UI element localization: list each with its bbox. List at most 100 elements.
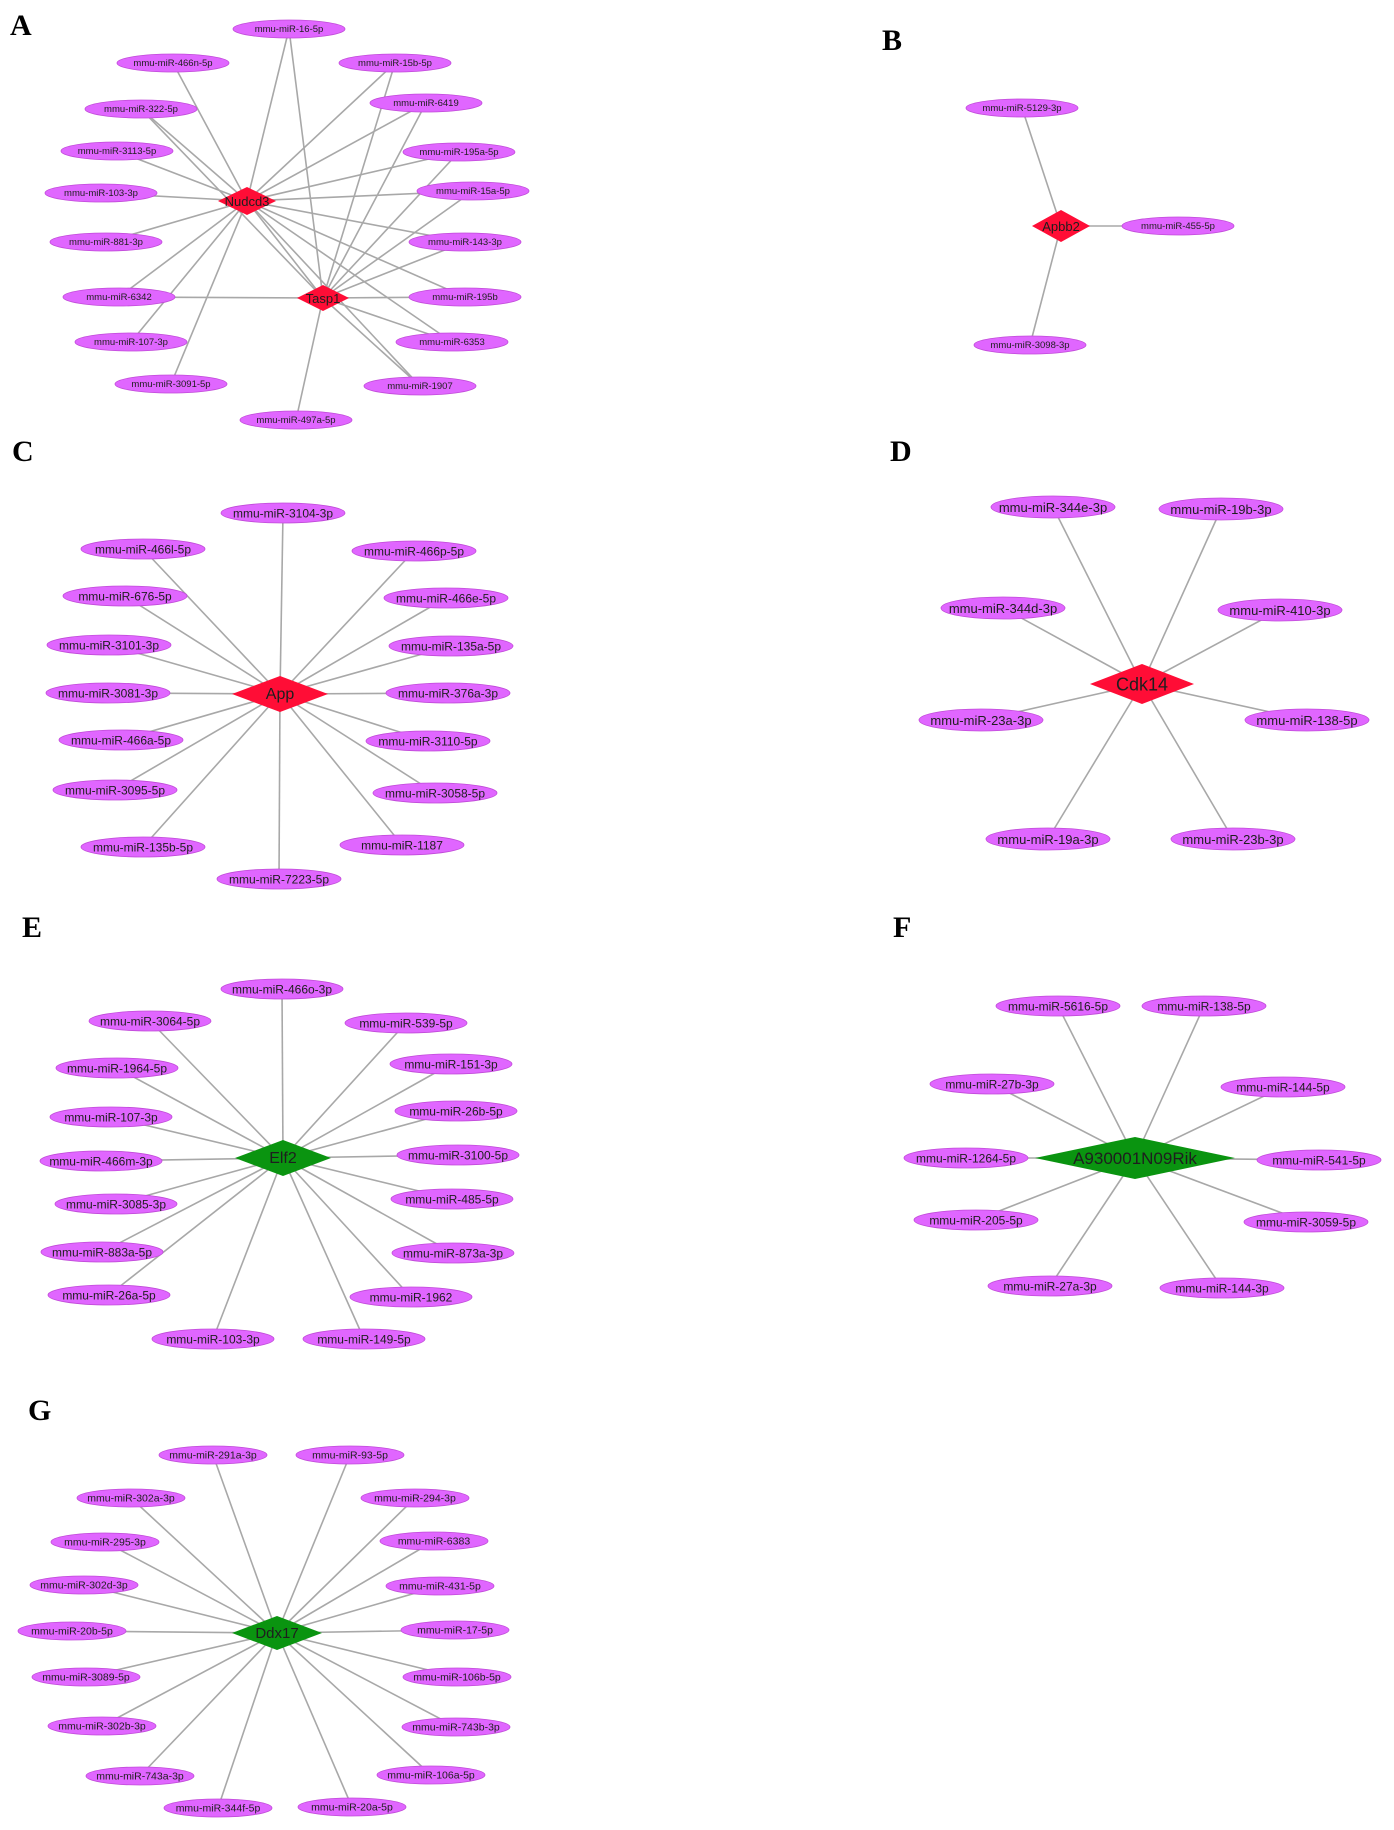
mirna-ellipse xyxy=(1243,1211,1369,1233)
mirna-ellipse xyxy=(929,1073,1055,1095)
mirna-label: mmu-miR-107-3p xyxy=(64,1111,158,1125)
mirna-ellipse xyxy=(402,1667,512,1687)
mirna-ellipse xyxy=(220,502,346,524)
edge-g-apbb2-b1 xyxy=(1021,107,1062,227)
mirna-ellipse xyxy=(349,1286,473,1308)
edge-g-tasp1-a11 xyxy=(322,241,466,299)
mirna-node-mmu-mir-376a-3p: mmu-miR-376a-3p xyxy=(385,682,511,704)
mirna-node-mmu-mir-138-5p: mmu-miR-138-5p xyxy=(1244,708,1370,732)
mirna-ellipse xyxy=(80,836,206,858)
mirna-node-mmu-mir-3058-5p: mmu-miR-3058-5p xyxy=(372,782,498,804)
mirna-label: mmu-miR-6383 xyxy=(398,1536,471,1548)
mirna-label: mmu-miR-497a-5p xyxy=(256,415,335,426)
mirna-ellipse xyxy=(400,1620,510,1640)
mirna-ellipse xyxy=(239,410,353,430)
mirna-label: mmu-miR-1907 xyxy=(387,381,452,392)
mirna-node-mmu-mir-410-3p: mmu-miR-410-3p xyxy=(1217,598,1343,622)
mirna-label: mmu-miR-302b-3p xyxy=(58,1721,146,1733)
edge-g-ddx17-h15 xyxy=(139,1632,278,1777)
mirna-label: mmu-miR-3064-5p xyxy=(100,1015,200,1029)
mirna-ellipse xyxy=(17,1621,127,1641)
edge-g-app-c15 xyxy=(279,693,403,846)
mirna-label: mmu-miR-466a-5p xyxy=(71,734,171,748)
mirna-node-mmu-mir-20a-5p: mmu-miR-20a-5p xyxy=(297,1797,407,1817)
mirna-label: mmu-miR-6419 xyxy=(393,98,458,109)
mirna-node-mmu-mir-344d-3p: mmu-miR-344d-3p xyxy=(940,596,1066,620)
mirna-node-mmu-mir-466o-3p: mmu-miR-466o-3p xyxy=(220,978,344,1000)
panel-letter-e: E xyxy=(22,911,42,944)
edge-g-app-c2 xyxy=(142,548,281,695)
mirna-ellipse xyxy=(62,287,176,307)
mirna-ellipse xyxy=(216,868,342,890)
mirna-node-mmu-mir-3098-3p: mmu-miR-3098-3p xyxy=(973,335,1087,355)
mirna-ellipse xyxy=(995,995,1121,1017)
edge-g-ddx17-h1 xyxy=(212,1454,278,1634)
gene-label: A930001N09Rik xyxy=(1073,1149,1197,1168)
mirna-ellipse xyxy=(396,1144,520,1166)
mirna-ellipse xyxy=(302,1328,426,1350)
edge-g-app-c5 xyxy=(279,597,447,695)
mirna-ellipse xyxy=(339,834,465,856)
mirna-ellipse xyxy=(363,376,477,396)
edge-g-ddx17-h7 xyxy=(83,1584,278,1634)
edge-g-nudcd3-a12 xyxy=(118,200,248,298)
gene-diamond xyxy=(297,285,349,311)
edge-g-elf2-e4 xyxy=(116,1067,284,1159)
edge-g-ddx17-h17 xyxy=(217,1632,278,1809)
mirna-ellipse xyxy=(408,232,522,252)
mirna-node-mmu-mir-5129-3p: mmu-miR-5129-3p xyxy=(965,98,1079,118)
mirna-label: mmu-miR-1964-5p xyxy=(67,1062,167,1076)
mirna-label: mmu-miR-344e-3p xyxy=(999,500,1107,515)
mirna-ellipse xyxy=(54,1193,178,1215)
mirna-label: mmu-miR-466n-5p xyxy=(133,58,212,69)
mirna-ellipse xyxy=(47,1284,171,1306)
mirna-ellipse xyxy=(401,1717,511,1737)
gene-diamond xyxy=(232,676,328,712)
mirna-label: mmu-miR-103-3p xyxy=(166,1333,260,1347)
mirna-label: mmu-miR-1264-5p xyxy=(916,1152,1016,1166)
mirna-ellipse xyxy=(985,827,1111,851)
mirna-label: mmu-miR-103-3p xyxy=(64,188,138,199)
mirna-ellipse xyxy=(395,332,509,352)
mirna-node-mmu-mir-466e-5p: mmu-miR-466e-5p xyxy=(383,587,509,609)
mirna-node-mmu-mir-3089-5p: mmu-miR-3089-5p xyxy=(31,1667,141,1687)
mirna-ellipse xyxy=(80,538,206,560)
mirna-label: mmu-miR-5129-3p xyxy=(982,103,1061,114)
mirna-node-mmu-mir-1962: mmu-miR-1962 xyxy=(349,1286,473,1308)
mirna-ellipse xyxy=(116,53,230,73)
mirna-ellipse xyxy=(344,1012,468,1034)
mirna-node-mmu-mir-3100-5p: mmu-miR-3100-5p xyxy=(396,1144,520,1166)
mirna-ellipse xyxy=(84,99,198,119)
gene-diamond xyxy=(232,1616,322,1650)
mirna-node-mmu-mir-539-5p: mmu-miR-539-5p xyxy=(344,1012,468,1034)
mirna-ellipse xyxy=(1121,216,1235,236)
edge-g-nudcd3-a15 xyxy=(246,200,453,343)
mirna-node-mmu-mir-205-5p: mmu-miR-205-5p xyxy=(913,1209,1039,1231)
mirna-node-mmu-mir-431-5p: mmu-miR-431-5p xyxy=(385,1576,495,1596)
mirna-ellipse xyxy=(297,1797,407,1817)
mirna-ellipse xyxy=(351,540,477,562)
mirna-node-mmu-mir-19b-3p: mmu-miR-19b-3p xyxy=(1158,497,1284,521)
mirna-ellipse xyxy=(1159,1277,1285,1299)
mirna-label: mmu-miR-322-5p xyxy=(104,104,178,115)
mirna-label: mmu-miR-466p-5p xyxy=(364,545,464,559)
edge-g-ddx17-h4 xyxy=(276,1497,416,1634)
mirna-label: mmu-miR-144-3p xyxy=(1175,1282,1269,1296)
mirna-label: mmu-miR-291a-3p xyxy=(169,1450,257,1462)
mirna-label: mmu-miR-3095-5p xyxy=(65,784,165,798)
mirna-ellipse xyxy=(416,181,530,201)
mirna-label: mmu-miR-294-3p xyxy=(374,1493,456,1505)
mirna-node-mmu-mir-485-5p: mmu-miR-485-5p xyxy=(390,1188,514,1210)
edge-g-a930-f10 xyxy=(1134,1157,1223,1289)
edge-g-nudcd3-a3 xyxy=(246,62,396,202)
mirna-node-mmu-mir-7223-5p: mmu-miR-7223-5p xyxy=(216,868,342,890)
mirna-label: mmu-miR-743a-3p xyxy=(96,1771,184,1783)
mirna-label: mmu-miR-3104-3p xyxy=(233,507,333,521)
edge-g-tasp1-a5 xyxy=(322,102,427,299)
gene-node-cdk14: Cdk14 xyxy=(1090,664,1194,704)
mirna-label: mmu-miR-3089-5p xyxy=(42,1672,130,1684)
mirna-node-mmu-mir-3113-5p: mmu-miR-3113-5p xyxy=(60,141,174,161)
mirna-node-mmu-mir-106b-5p: mmu-miR-106b-5p xyxy=(402,1667,512,1687)
mirna-ellipse xyxy=(46,634,172,656)
